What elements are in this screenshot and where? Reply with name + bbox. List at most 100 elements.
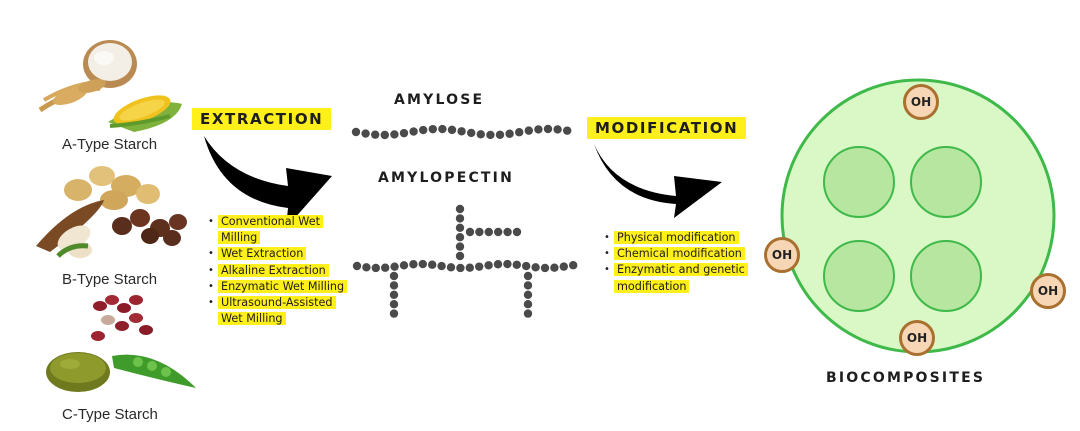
modification-method-item: Chemical modification (602, 246, 764, 263)
extraction-method-item: Ultrasound-Assisted Wet Milling (206, 295, 352, 327)
wheat-grain-bowl-icon (38, 40, 137, 113)
amylopectin-glucose-unit (390, 262, 399, 271)
amylopectin-glucose-unit (569, 261, 578, 270)
amylopectin-glucose-unit (362, 263, 371, 272)
amylose-glucose-unit (399, 128, 409, 138)
extraction-methods-list: Conventional Wet Milling Wet Extraction … (206, 214, 352, 327)
amylopectin-glucose-unit (475, 262, 484, 271)
amylose-title: AMYLOSE (394, 92, 485, 108)
amylopectin-branch-unit (465, 227, 475, 237)
amylopectin-glucose-unit (540, 263, 550, 273)
amylopectin-glucose-unit (493, 260, 503, 269)
amylopectin-glucose-unit (446, 263, 456, 272)
extraction-tag: EXTRACTION (192, 108, 332, 130)
amylose-glucose-unit (534, 125, 543, 134)
amylose-glucose-unit (553, 125, 562, 134)
modification-methods-list: Physical modification Chemical modificat… (602, 230, 764, 295)
amylopectin-glucose-unit (465, 263, 474, 272)
amylose-glucose-unit (361, 129, 370, 138)
amylopectin-glucose-unit (428, 260, 437, 269)
amylopectin-glucose-unit (437, 261, 446, 271)
extraction-method-item: Alkaline Extraction (206, 263, 352, 279)
amylose-glucose-unit (409, 127, 418, 136)
amylopectin-branch-unit (455, 233, 465, 242)
hydroxyl-group-badge: OH (903, 84, 939, 120)
amylopectin-branch-unit (523, 271, 533, 281)
c-type-starch-label: C-Type Starch (62, 406, 158, 423)
a-type-starch-label: A-Type Starch (62, 136, 158, 153)
amylopectin-branch-unit (475, 227, 484, 237)
amylopectin-branch-unit (455, 223, 465, 232)
amylopectin-branch-unit (503, 227, 512, 237)
amylopectin-branch-unit (389, 309, 399, 318)
corn-cob-icon (108, 95, 182, 132)
amylose-glucose-unit (419, 125, 428, 135)
modification-tag: MODIFICATION (587, 117, 747, 139)
amylopectin-glucose-unit (512, 260, 521, 269)
amylopectin-branch-unit (389, 300, 399, 309)
amylopectin-branch-unit (523, 290, 533, 299)
hydroxyl-group-badge: OH (1030, 273, 1066, 309)
amylopectin-glucose-unit (550, 263, 559, 272)
kidney-beans-icon (91, 295, 153, 341)
mung-beans-icon (46, 352, 110, 392)
amylopectin-branch-unit (455, 204, 465, 214)
amylose-glucose-unit (515, 128, 524, 137)
amylose-glucose-unit (380, 130, 389, 140)
amylopectin-branch-unit (389, 281, 399, 290)
amylose-glucose-unit (457, 127, 466, 136)
amylose-glucose-unit (390, 130, 399, 139)
hydroxyl-group-badge: OH (899, 320, 935, 356)
amylose-glucose-unit (543, 124, 553, 134)
amylose-glucose-unit (505, 129, 514, 138)
starch-granule (910, 240, 982, 312)
amylose-glucose-unit (438, 124, 447, 134)
amylose-glucose-unit (447, 125, 457, 135)
amylopectin-glucose-unit (381, 263, 390, 272)
modification-method-item: Enzymatic and genetic modification (602, 262, 764, 294)
extraction-method-item: Enzymatic Wet Milling (206, 279, 352, 295)
amylose-glucose-unit (371, 130, 380, 139)
chestnuts-icon (112, 209, 187, 246)
extraction-method-item: Conventional Wet Milling (206, 214, 352, 246)
extraction-method-item: Wet Extraction (206, 246, 352, 263)
amylopectin-glucose-unit (559, 262, 568, 271)
modification-method-item: Physical modification (602, 230, 764, 246)
amylopectin-branch-unit (523, 300, 533, 309)
amylose-glucose-unit (486, 130, 495, 140)
amylopectin-branch-unit (455, 242, 465, 251)
amylopectin-branch-unit (523, 281, 533, 290)
starch-granule (910, 146, 982, 218)
amylose-glucose-unit (428, 124, 437, 134)
amylopectin-branch-unit (523, 309, 533, 318)
amylose-glucose-unit (563, 126, 572, 135)
amylopectin-glucose-unit (484, 261, 493, 270)
amylose-glucose-unit (351, 127, 361, 137)
amylopectin-branch-unit (389, 290, 399, 299)
amylopectin-glucose-unit (522, 261, 531, 271)
amylopectin-glucose-unit (456, 263, 465, 273)
starch-granule (823, 240, 895, 312)
amylopectin-branch-unit (512, 227, 522, 237)
amylose-glucose-unit (524, 126, 533, 135)
biocomposites-title: BIOCOMPOSITES (826, 370, 986, 386)
amylopectin-glucose-unit (418, 259, 427, 269)
cassava-root-icon (36, 200, 104, 258)
amylose-glucose-unit (476, 130, 485, 139)
b-type-starch-label: B-Type Starch (62, 271, 158, 288)
amylose-glucose-unit (467, 128, 476, 138)
amylopectin-branch-unit (484, 227, 493, 237)
amylopectin-title: AMYLOPECTIN (378, 170, 515, 186)
potatoes-icon (64, 166, 160, 210)
starch-granule (823, 146, 895, 218)
amylopectin-branch-unit (389, 271, 399, 281)
amylopectin-branch-unit (494, 227, 503, 237)
green-pea-pods-icon (112, 354, 196, 388)
amylopectin-branch-unit (455, 214, 465, 223)
hydroxyl-group-badge: OH (764, 237, 800, 273)
amylopectin-glucose-unit (399, 261, 409, 270)
amylopectin-glucose-unit (409, 260, 418, 269)
amylopectin-glucose-unit (352, 261, 362, 271)
